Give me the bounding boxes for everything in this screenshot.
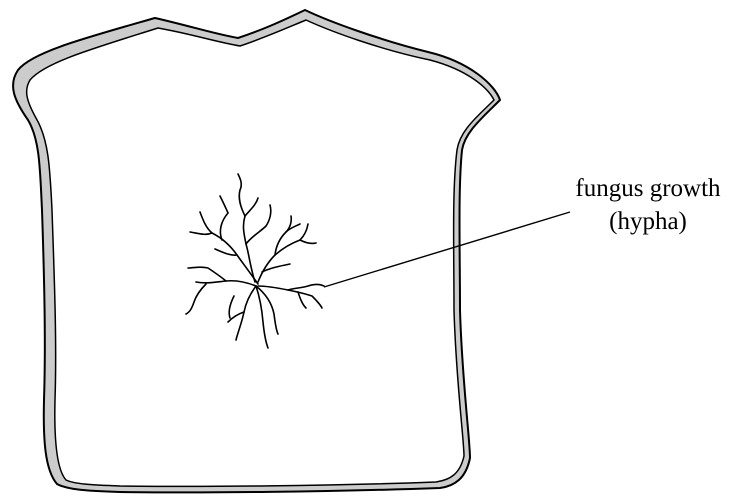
fungus-growth-label: fungus growth [548, 174, 747, 204]
bread-slice [27, 20, 494, 486]
hypha-label: (hypha) [548, 207, 747, 237]
